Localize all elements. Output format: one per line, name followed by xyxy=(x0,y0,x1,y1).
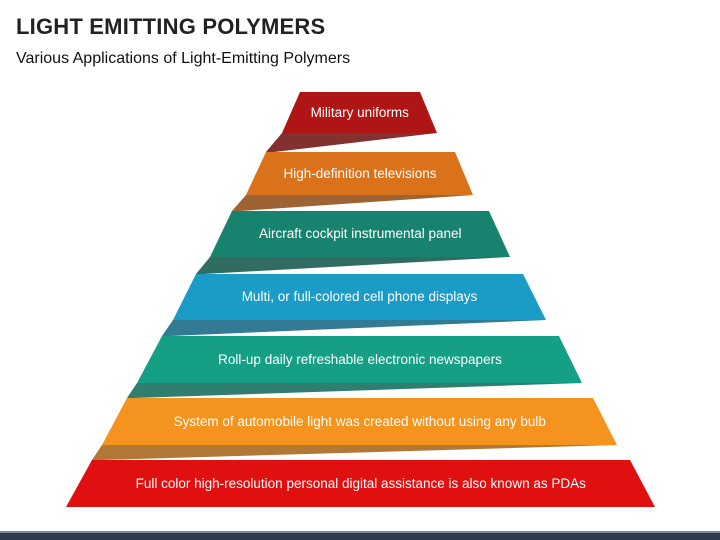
pyramid-fold-3 xyxy=(196,257,510,274)
pyramid-layer-7 xyxy=(66,460,655,507)
pyramid-layer-5 xyxy=(137,336,582,383)
footer-bar xyxy=(0,531,720,540)
pyramid-layer-1 xyxy=(282,92,437,133)
pyramid-layer-4 xyxy=(173,274,546,320)
pyramid-fold-1 xyxy=(266,133,437,152)
pyramid-layer-label-6: System of automobile light was created w… xyxy=(173,413,546,429)
pyramid-layer-label-2: High-definition televisions xyxy=(283,165,437,181)
pyramid-fold-2 xyxy=(232,195,473,211)
pyramid-layer-2 xyxy=(246,152,473,195)
pyramid-fold-5 xyxy=(127,383,582,398)
page-subtitle: Various Applications of Light-Emitting P… xyxy=(16,50,351,67)
pyramid-fold-4 xyxy=(162,320,546,336)
pyramid-fold-6 xyxy=(92,445,617,460)
pyramid-layer-label-1: Military uniforms xyxy=(310,104,409,120)
footer-accent-line xyxy=(0,531,720,533)
pyramid-layer-label-3: Aircraft cockpit instrumental panel xyxy=(258,226,462,241)
pyramid-layer-3 xyxy=(210,211,510,257)
page-title: LIGHT EMITTING POLYMERS xyxy=(16,14,326,39)
pyramid-layer-label-5: Roll-up daily refreshable electronic new… xyxy=(218,351,502,367)
pyramid-layer-label-7: Full color high-resolution personal digi… xyxy=(135,475,586,491)
pyramid-layer-label-4: Multi, or full-colored cell phone displa… xyxy=(241,289,478,304)
pyramid-layer-6 xyxy=(102,398,617,445)
